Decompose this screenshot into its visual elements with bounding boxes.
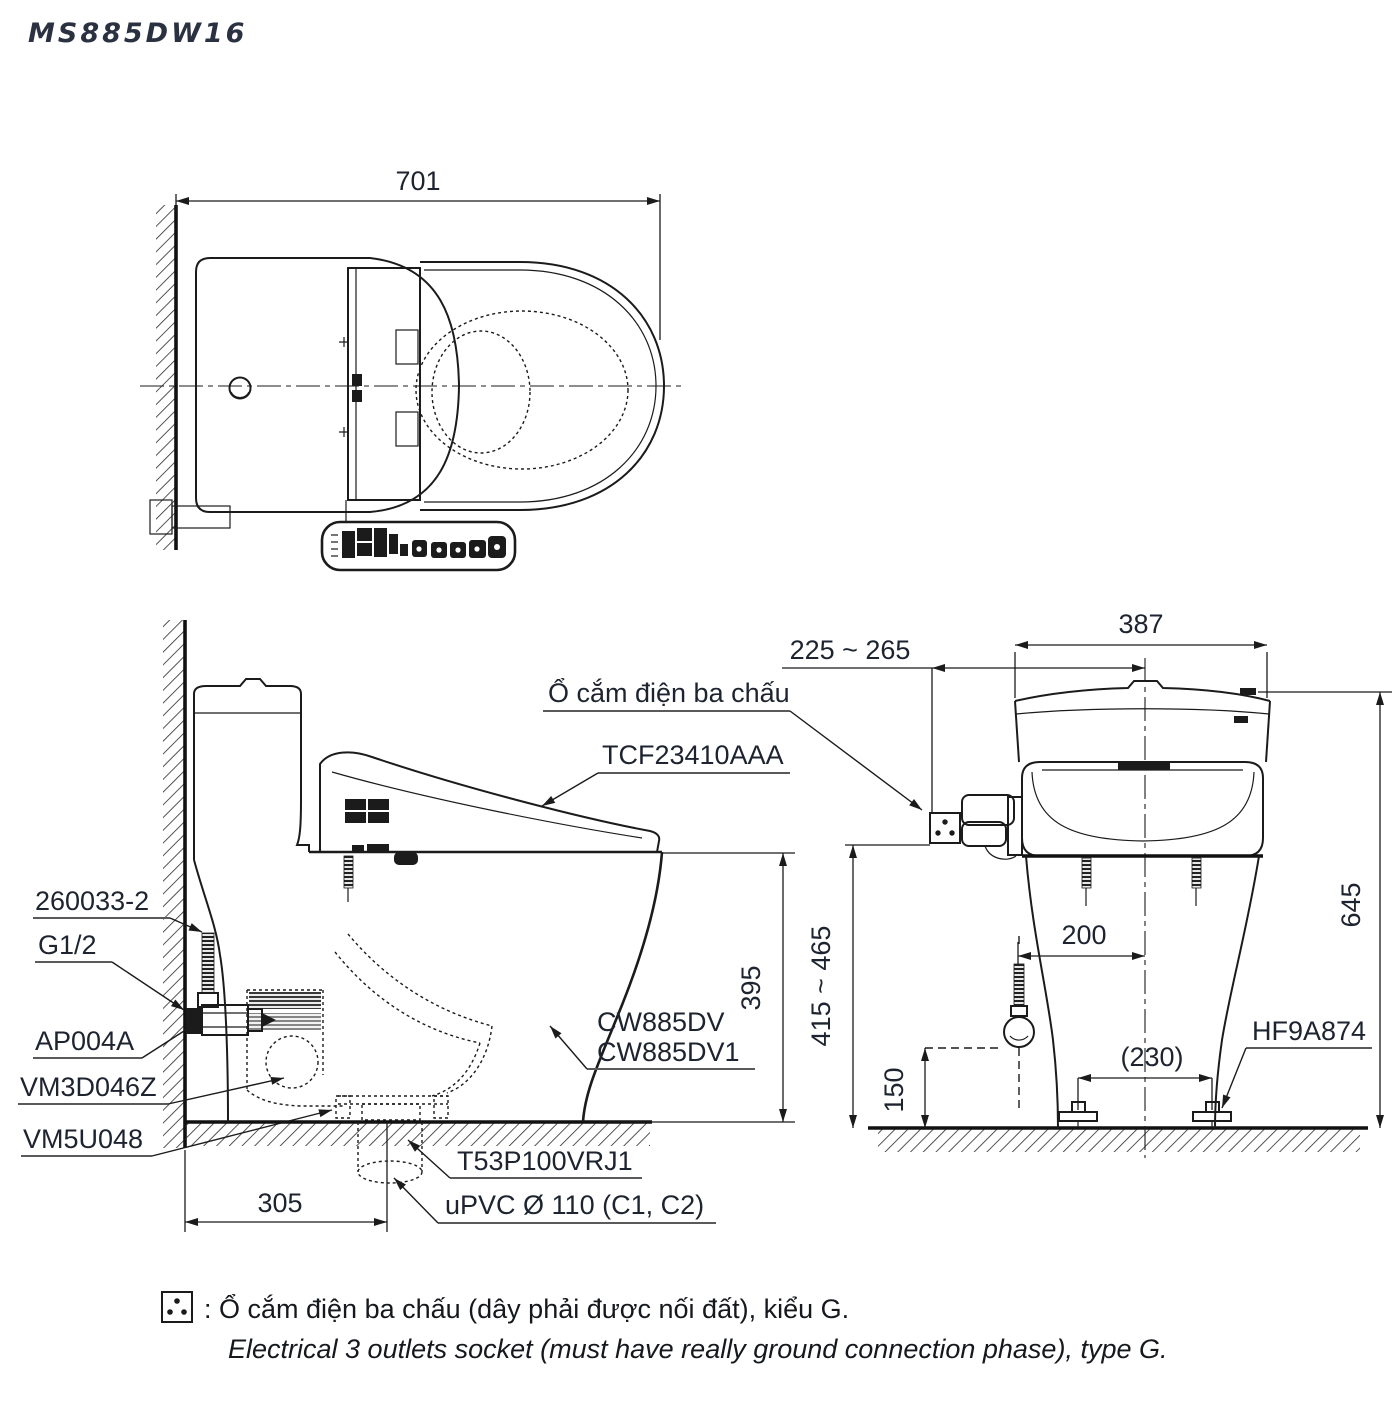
dim-305-group: 305: [184, 1122, 388, 1232]
dim-side-depth: 305: [257, 1188, 302, 1218]
drain-labels: T53P100VRJ1 uPVC Ø 110 (C1, C2): [393, 1139, 716, 1224]
supply-valve-front: [925, 936, 1035, 1108]
top-view: 701: [140, 166, 686, 572]
dim-socket-height-group: 415 ~ 465: [806, 844, 930, 1128]
label-flange: T53P100VRJ1: [457, 1146, 633, 1176]
wall-bracket-2: [171, 505, 231, 529]
footer-note-en: Electrical 3 outlets socket (must have r…: [228, 1334, 1167, 1364]
front-view: 387 225 ~ 265 645 415 ~ 465 150: [782, 609, 1392, 1158]
lid-outline-outer: [420, 261, 666, 511]
label-supply-hose: 260033-2: [35, 886, 149, 916]
remote-control: [320, 500, 517, 572]
socket-legend-icon: [161, 1291, 193, 1323]
dim-valve-height: 150: [879, 1067, 909, 1112]
label-flush-valve: VM3D046Z: [20, 1072, 157, 1102]
label-bowl-1: CW885DV: [597, 1007, 725, 1037]
dim-395-group: 395: [600, 852, 795, 1123]
supply-valve-side: [186, 932, 276, 1036]
bolt-cap-label-group: HF9A874: [1221, 1016, 1372, 1109]
footer-note: : Ổ cắm điện ba chấu (dây phải được nối …: [161, 1291, 1167, 1364]
footer-note-vi: : Ổ cắm điện ba chấu (dây phải được nối …: [204, 1293, 849, 1324]
dim-front-width: 387: [1118, 609, 1163, 639]
label-thread: G1/2: [38, 930, 97, 960]
bowl-labels: CW885DV CW885DV1: [549, 1007, 755, 1070]
tank-side: [193, 678, 310, 1123]
tank-front: [1014, 680, 1271, 763]
washlet-plan: [339, 267, 421, 501]
internal-mechanism-hidden: [246, 933, 493, 1107]
bowl-front: [1025, 855, 1260, 1129]
dim-front-height: 645: [1336, 882, 1366, 927]
label-pipe: uPVC Ø 110 (C1, C2): [445, 1190, 704, 1220]
register-mark-1: [339, 337, 349, 347]
bowl-front-side: [581, 851, 664, 1123]
tank-plan-outline: [195, 257, 461, 513]
dim-socket-offset: 225 ~ 265: [790, 635, 911, 665]
floor-hatch-front-view: [878, 1128, 1360, 1152]
side-unit-front: [929, 794, 1023, 860]
label-stop-valve: AP004A: [35, 1026, 134, 1056]
label-bolt-cap: HF9A874: [1252, 1016, 1366, 1046]
dim-side-height: 395: [736, 965, 766, 1010]
dim-387-group: 387: [1014, 609, 1268, 698]
label-bowl-2: CW885DV1: [597, 1037, 740, 1067]
bowl-rim-hidden: [415, 310, 629, 470]
seat-front: [1021, 761, 1264, 906]
dim-socket-offset-group: 225 ~ 265: [782, 635, 1145, 813]
flush-button-plan: [228, 376, 252, 400]
side-view: 395 305 260033-2 G1/2 AP004A VM3D046Z VM…: [18, 620, 923, 1232]
dim-top-width: 701: [395, 166, 440, 196]
wall-hatch-side-view: [163, 620, 185, 1148]
power-socket-icon: [929, 812, 961, 844]
wall-hatch-top-view: [156, 205, 176, 550]
register-mark-2: [339, 427, 349, 437]
seat-bolt-side: [343, 855, 354, 889]
dim-bolt-spacing: (230): [1120, 1042, 1183, 1072]
label-gasket: VM5U048: [23, 1124, 143, 1154]
drawing-title: MS885DW16: [28, 18, 247, 49]
label-socket: Ổ cắm điện ba chấu: [548, 677, 790, 708]
dim-645-group: 645: [1258, 691, 1392, 1128]
drain-flange-hidden: [335, 1095, 449, 1184]
lid-outline-inner: [424, 269, 657, 503]
dim-socket-height: 415 ~ 465: [806, 926, 836, 1047]
supply-hose: [201, 932, 215, 994]
side-labels: 260033-2 G1/2 AP004A VM3D046Z VM5U048: [18, 886, 333, 1157]
dim-701-group: 701: [175, 166, 661, 340]
upper-labels: Ổ cắm điện ba chấu TCF23410AAA: [541, 677, 923, 811]
drain-nub: [394, 852, 418, 865]
dim-200-group: 200: [1017, 920, 1145, 964]
water-surface-hidden: [431, 330, 531, 454]
label-washlet: TCF23410AAA: [602, 740, 784, 770]
dim-230-group: (230): [1077, 1042, 1213, 1110]
dim-valve-offset: 200: [1061, 920, 1106, 950]
floor-hatch-side-view: [185, 1122, 650, 1146]
washlet-side: [309, 751, 662, 902]
dim-150-group: 150: [879, 1048, 929, 1128]
